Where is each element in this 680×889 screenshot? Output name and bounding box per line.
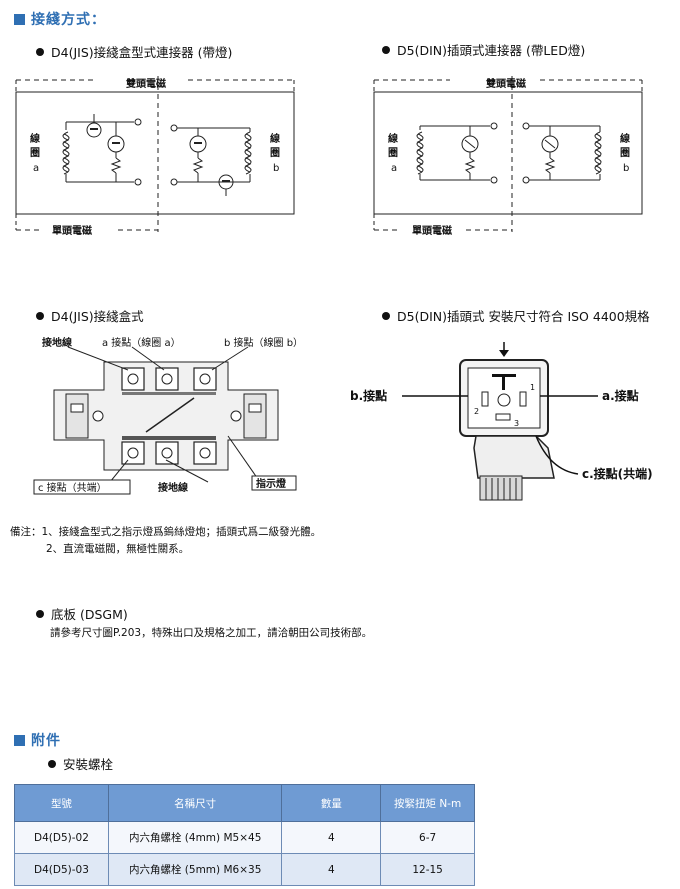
bullet-icon bbox=[382, 45, 390, 54]
d5-coil-b-char1: 線 bbox=[620, 132, 630, 145]
d4-coil-b-char1: 線 bbox=[270, 132, 280, 145]
section-square-icon bbox=[14, 734, 25, 746]
d4-connector-heading-text: D4(JIS)接綫盒型式連接器 (帶燈) bbox=[51, 45, 233, 60]
din-plug-heading: D5(DIN)插頭式 安裝尺寸符合 ISO 4400規格 bbox=[382, 306, 650, 325]
din-pin-3-label: 3 bbox=[514, 419, 519, 428]
d4-coil-b-char3: b bbox=[273, 163, 279, 174]
table-header-model: 型號 bbox=[14, 784, 109, 822]
notes-item-1: 1、接綫盒型式之指示燈爲鎢絲燈炮；插頭式爲二級發光體。 bbox=[41, 526, 322, 538]
junction-ground-top-label: 接地線 bbox=[42, 336, 72, 349]
notes-line-1: 備注：1、接綫盒型式之指示燈爲鎢絲燈炮；插頭式爲二級發光體。 bbox=[10, 524, 321, 541]
accessories-subheading-text: 安裝螺栓 bbox=[63, 757, 114, 772]
table-row: D4(D5)-03 内六角螺栓 (5mm) M6×35 4 12-15 bbox=[14, 853, 475, 886]
table-header-torque: 按緊扭矩 N-m bbox=[380, 784, 475, 822]
table-cell-quantity: 4 bbox=[281, 853, 382, 886]
d5-double-solenoid-label: 雙頭電磁 bbox=[486, 77, 526, 90]
section-wiring-heading: 接綫方式： bbox=[14, 9, 106, 29]
din-contact-c-label: c.接點(共端) bbox=[582, 466, 653, 481]
junction-contact-c-label: c 接點（共端） bbox=[38, 481, 107, 494]
bullet-icon bbox=[36, 47, 44, 56]
d4-coil-b-char2: 圈 bbox=[270, 147, 280, 159]
table-cell-name-size: 内六角螺栓 (5mm) M6×35 bbox=[107, 853, 283, 886]
d5-coil-a-char3: a bbox=[391, 163, 397, 174]
d5-wiring-diagram: 雙頭電磁 單頭電磁 線 圈 a 線 圈 b bbox=[373, 76, 643, 237]
din-pin-1-label: 1 bbox=[530, 383, 535, 392]
table-cell-model: D4(D5)-02 bbox=[14, 821, 109, 854]
table-cell-quantity: 4 bbox=[281, 821, 382, 854]
d5-coil-b-char3: b bbox=[623, 163, 629, 174]
table-cell-model: D4(D5)-03 bbox=[14, 853, 109, 886]
table-header-row: 型號 名稱尺寸 數量 按緊扭矩 N-m bbox=[14, 784, 475, 822]
bullet-icon bbox=[36, 311, 44, 320]
junction-box-heading: D4(JIS)接綫盒式 bbox=[36, 306, 144, 325]
din-contact-b-label: b.接點 bbox=[350, 388, 387, 403]
table-row: D4(D5)-02 内六角螺栓 (4mm) M5×45 4 6-7 bbox=[14, 821, 475, 854]
d5-coil-a-char1: 線 bbox=[388, 132, 398, 145]
d4-coil-a-char1: 線 bbox=[30, 132, 40, 145]
accessories-subheading: 安裝螺栓 bbox=[48, 754, 113, 773]
table-cell-torque: 6-7 bbox=[380, 821, 475, 854]
junction-contact-a-label: a 接點（線圈 a） bbox=[102, 336, 181, 349]
d4-single-solenoid-label: 單頭電磁 bbox=[52, 224, 92, 237]
d5-coil-b-char2: 圈 bbox=[620, 147, 630, 159]
bullet-icon bbox=[36, 609, 44, 618]
din-pin-2-label: 2 bbox=[474, 407, 479, 416]
junction-contact-b-label: b 接點（線圈 b） bbox=[224, 336, 303, 349]
d4-double-solenoid-label: 雙頭電磁 bbox=[126, 77, 166, 90]
bullet-icon bbox=[48, 759, 56, 768]
section-wiring-title: 接綫方式： bbox=[31, 12, 106, 28]
base-plate-heading-text: 底板 (DSGM) bbox=[51, 607, 128, 622]
section-accessories-heading: 附件 bbox=[14, 730, 61, 750]
base-plate-heading: 底板 (DSGM) bbox=[36, 604, 128, 623]
din-contact-a-label: a.接點 bbox=[602, 388, 639, 403]
bolt-spec-table: 型號 名稱尺寸 數量 按緊扭矩 N-m D4(D5)-02 内六角螺栓 (4mm… bbox=[14, 784, 475, 886]
section-square-icon bbox=[14, 13, 25, 25]
din-plug-heading-text: D5(DIN)插頭式 安裝尺寸符合 ISO 4400規格 bbox=[397, 309, 650, 324]
base-plate-text: 請參考尺寸圖P.203，特殊出口及規格之加工，請洽朝田公司技術部。 bbox=[50, 627, 373, 639]
junction-box-heading-text: D4(JIS)接綫盒式 bbox=[51, 309, 144, 324]
notes-line-2: 2、直流電磁閥，無極性關系。 bbox=[46, 541, 189, 558]
section-accessories-title: 附件 bbox=[31, 733, 61, 749]
junction-box-diagram: 接地線 a 接點（線圈 a） b 接點（線圈 b） c 接點（共端） 接地線 指… bbox=[33, 336, 303, 495]
d4-connector-heading: D4(JIS)接綫盒型式連接器 (帶燈) bbox=[36, 42, 232, 61]
d5-connector-heading: D5(DIN)插頭式連接器 (帶LED燈) bbox=[382, 40, 585, 59]
d5-connector-heading-text: D5(DIN)插頭式連接器 (帶LED燈) bbox=[397, 43, 586, 58]
junction-ground-bottom-label: 接地線 bbox=[158, 481, 188, 494]
table-header-name-size: 名稱尺寸 bbox=[107, 784, 283, 822]
notes-prefix: 備注： bbox=[10, 526, 42, 538]
table-cell-name-size: 内六角螺栓 (4mm) M5×45 bbox=[107, 821, 283, 854]
d4-wiring-diagram: 雙頭電磁 單頭電磁 線 圈 a 線 圈 b bbox=[15, 76, 295, 237]
notes-item-2: 2、直流電磁閥，無極性關系。 bbox=[46, 543, 190, 555]
table-cell-torque: 12-15 bbox=[380, 853, 475, 886]
d5-coil-a-char2: 圈 bbox=[388, 147, 398, 159]
junction-indicator-label: 指示燈 bbox=[256, 477, 287, 490]
table-header-quantity: 數量 bbox=[281, 784, 382, 822]
d4-coil-a-char3: a bbox=[33, 163, 39, 174]
d5-single-solenoid-label: 單頭電磁 bbox=[412, 224, 452, 237]
din-plug-diagram: b.接點 a.接點 c.接點(共端) 1 2 3 bbox=[350, 342, 653, 501]
bullet-icon bbox=[382, 311, 390, 320]
d4-coil-a-char2: 圈 bbox=[30, 147, 40, 159]
